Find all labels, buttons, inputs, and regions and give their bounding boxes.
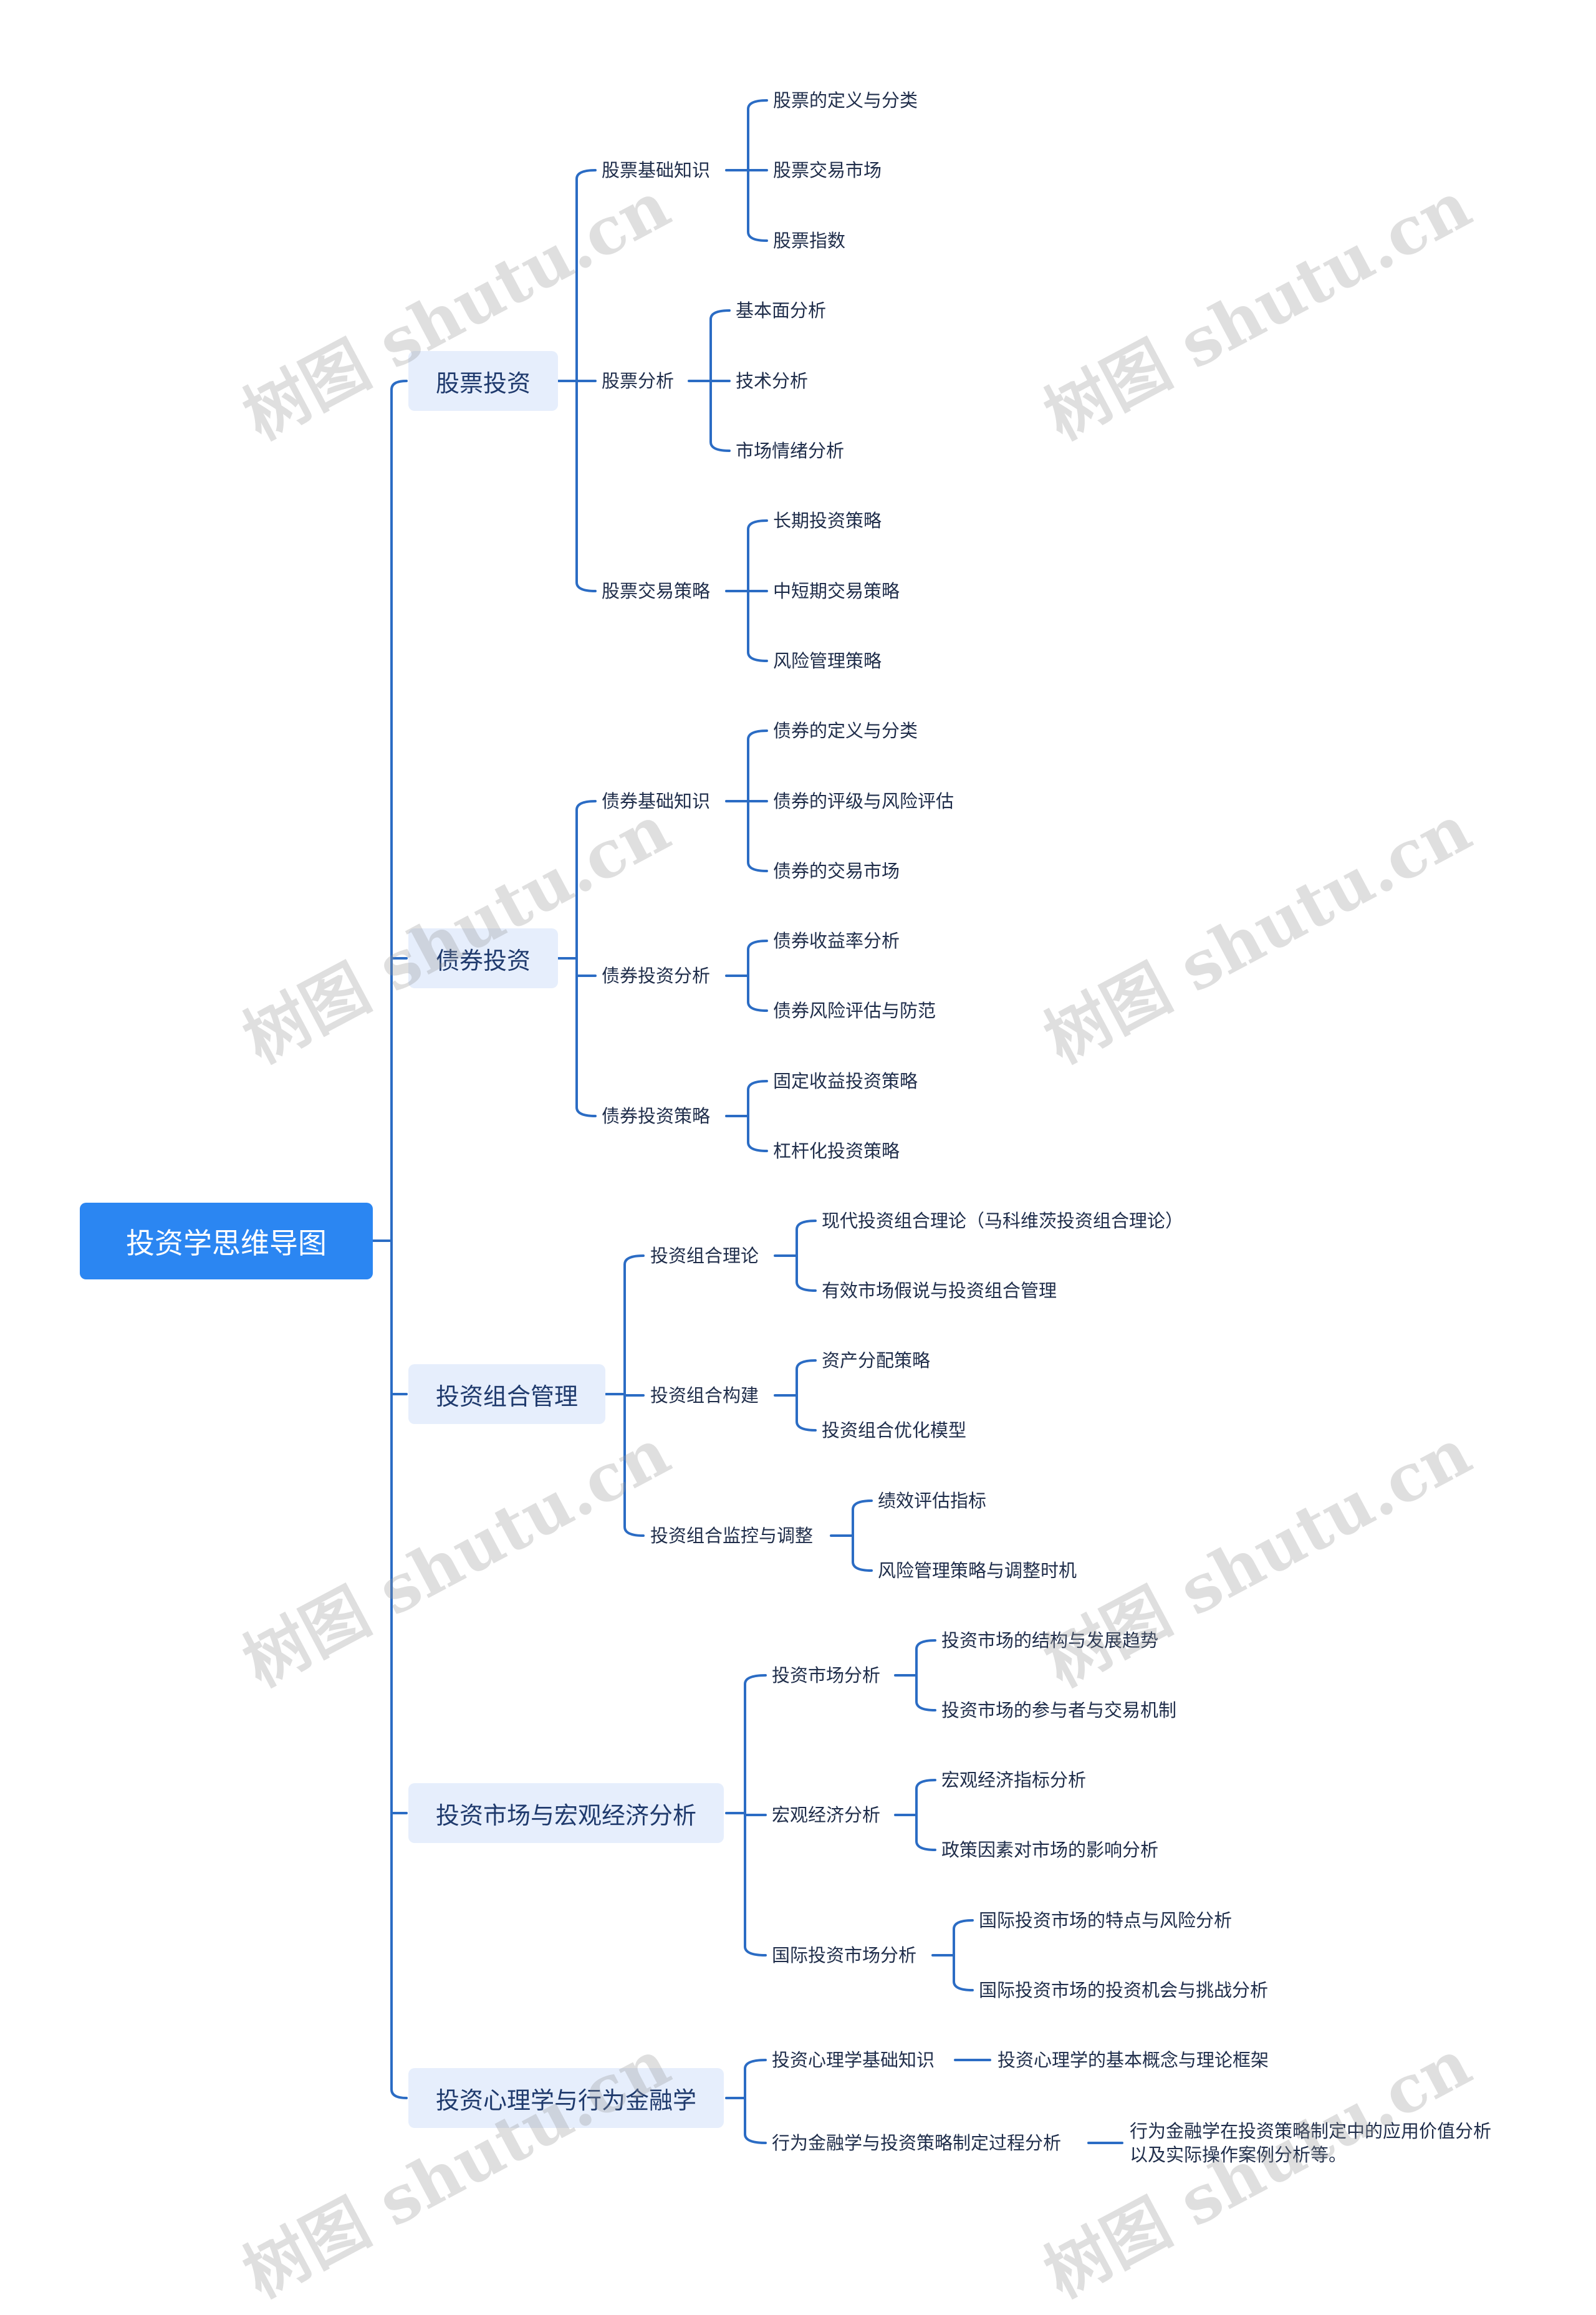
leaf-node[interactable]: 现代投资组合理论（马科维茨投资组合理论） [822, 1210, 1184, 1231]
leaf-node[interactable]: 股票交易市场 [773, 160, 882, 181]
leaf-node[interactable]: 国际投资市场的特点与风险分析 [979, 1910, 1233, 1931]
mind-map-canvas: 投资学思维导图 股票投资 债券投资 投资组合管理 投资市场与宏观经济分析 投资心… [80, 90, 1492, 2313]
root-connector [390, 380, 408, 2099]
leaf-node[interactable]: 债券的交易市场 [773, 860, 900, 882]
leaf-node[interactable]: 债券收益率分析 [773, 930, 900, 951]
leaf-node[interactable]: 市场情绪分析 [736, 440, 845, 461]
connector-line [915, 1639, 936, 1711]
bond-connector [575, 800, 597, 1117]
branch-bond-investment[interactable]: 债券投资 [408, 928, 559, 988]
connector-line [953, 1919, 974, 1991]
leaf-node[interactable]: 债券的评级与风险评估 [773, 791, 954, 812]
connector-line [796, 1220, 817, 1292]
connector-line [747, 1080, 768, 1152]
connector-lines [372, 99, 1123, 2144]
leaf-node[interactable]: 绩效评估指标 [878, 1490, 987, 1511]
leaf-node[interactable]: 风险管理策略 [773, 650, 882, 671]
leaf-node[interactable]: 投资心理学的基本概念与理论框架 [998, 2049, 1269, 2071]
node-psychology-basics[interactable]: 投资心理学基础知识 [772, 2049, 935, 2071]
node-international-market[interactable]: 国际投资市场分析 [772, 1945, 917, 1966]
leaf-node[interactable]: 长期投资策略 [773, 510, 882, 531]
leaf-node[interactable]: 有效市场假说与投资组合管理 [822, 1280, 1057, 1301]
leaf-node[interactable]: 股票的定义与分类 [773, 90, 918, 111]
branch-market-macro-analysis[interactable]: 投资市场与宏观经济分析 [408, 1783, 724, 1843]
node-stock-analysis[interactable]: 股票分析 [602, 370, 675, 392]
node-macro-analysis[interactable]: 宏观经济分析 [772, 1804, 881, 1826]
connector-line [796, 1359, 817, 1432]
connector-line [852, 1499, 873, 1572]
leaf-node[interactable]: 股票指数 [773, 230, 846, 251]
leaf-node[interactable]: 投资市场的结构与发展趋势 [941, 1630, 1159, 1651]
branch-portfolio-management[interactable]: 投资组合管理 [408, 1364, 606, 1424]
leaf-node[interactable]: 资产分配策略 [822, 1350, 931, 1371]
branch-psychology-behavioral-finance[interactable]: 投资心理学与行为金融学 [408, 2068, 724, 2128]
leaf-node[interactable]: 宏观经济指标分析 [941, 1769, 1087, 1791]
leaf-node[interactable]: 杠杆化投资策略 [773, 1140, 900, 1162]
leaf-node-multiline[interactable]: 行为金融学在投资策略制定中的应用价值分析 以及实际操作案例分析等。 [1130, 2120, 1492, 2165]
leaf-node[interactable]: 债券风险评估与防范 [773, 1000, 936, 1021]
node-portfolio-theory[interactable]: 投资组合理论 [650, 1245, 759, 1266]
node-bond-basics[interactable]: 债券基础知识 [602, 791, 711, 812]
root-node[interactable]: 投资学思维导图 [80, 1203, 373, 1279]
node-stock-trading-strategy[interactable]: 股票交易策略 [602, 580, 711, 602]
leaf-node[interactable]: 政策因素对市场的影响分析 [941, 1839, 1159, 1860]
leaf-node[interactable]: 投资组合优化模型 [822, 1420, 967, 1441]
connector-line [915, 1779, 936, 1851]
leaf-node[interactable]: 中短期交易策略 [773, 580, 900, 602]
node-bond-analysis[interactable]: 债券投资分析 [602, 965, 711, 986]
branch-stock-investment[interactable]: 股票投资 [408, 351, 559, 411]
node-portfolio-monitoring[interactable]: 投资组合监控与调整 [650, 1525, 814, 1546]
leaf-node[interactable]: 风险管理策略与调整时机 [878, 1560, 1077, 1581]
connector-line [747, 940, 768, 1012]
leaf-node[interactable]: 技术分析 [736, 370, 809, 392]
node-market-analysis[interactable]: 投资市场分析 [772, 1665, 881, 1686]
node-behavioral-finance[interactable]: 行为金融学与投资策略制定过程分析 [772, 2132, 1062, 2154]
node-portfolio-construction[interactable]: 投资组合构建 [650, 1385, 759, 1406]
leaf-node[interactable]: 国际投资市场的投资机会与挑战分析 [979, 1980, 1269, 2001]
leaf-node[interactable]: 固定收益投资策略 [773, 1071, 918, 1092]
leaf-node[interactable]: 债券的定义与分类 [773, 720, 918, 741]
node-stock-basics[interactable]: 股票基础知识 [602, 160, 711, 181]
psychology-connector [744, 2059, 767, 2144]
node-bond-strategy[interactable]: 债券投资策略 [602, 1105, 711, 1127]
leaf-node[interactable]: 基本面分析 [736, 300, 827, 321]
leaf-node[interactable]: 投资市场的参与者与交易机制 [941, 1700, 1177, 1721]
